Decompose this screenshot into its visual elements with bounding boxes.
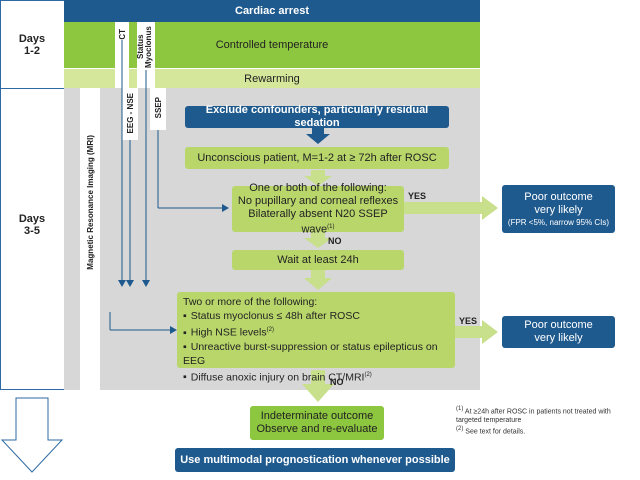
eeg-arrowhead — [126, 280, 134, 287]
days-3-5-line1: Days — [18, 213, 46, 225]
criteria-two-box: Two or more of the following: Status myo… — [177, 292, 455, 383]
days-3-5-label: Days 3-5 — [0, 200, 64, 250]
no1-down-arrow — [304, 232, 332, 248]
wait-24h-text: Wait at least 24h — [277, 253, 359, 266]
eeg-nse-column — [122, 88, 138, 140]
days-1-2-line1: Days — [18, 33, 46, 45]
poor-outcome-1-line1: Poor outcome — [524, 190, 593, 203]
yes2-label: YES — [459, 316, 478, 326]
mri-column — [80, 88, 100, 390]
controlled-temperature-band: Controlled temperature — [64, 22, 480, 68]
criteria-one-title: One or both of the following: — [249, 181, 387, 194]
poor-outcome-1-line3: (FPR <5%, narrow 95% CIs) — [507, 217, 610, 227]
criteria-two-sup: (2) — [266, 327, 274, 333]
indeterminate-outcome-box: Indeterminate outcome Observe and re-eva… — [250, 406, 384, 440]
footnote-1-marker: (1) — [456, 406, 464, 412]
yes2-right-arrow — [455, 320, 498, 344]
days-1-2-label: Days 1-2 — [0, 20, 64, 70]
criteria-two-item-text: Diffuse anoxic injury on brain CT/MRI — [190, 371, 365, 383]
unconscious-patient-box: Unconscious patient, M=1-2 at ≥ 72h afte… — [185, 147, 449, 169]
no2-label: NO — [330, 377, 344, 387]
criteria-two-item-text: High NSE levels — [190, 326, 267, 339]
rewarming-band: Rewarming — [64, 68, 480, 88]
multimodal-box: Use multimodal prognostication whenever … — [175, 448, 455, 472]
multimodal-text: Use multimodal prognostication whenever … — [180, 453, 450, 466]
unconscious-patient-text: Unconscious patient, M=1-2 at ≥ 72h afte… — [197, 151, 437, 164]
criteria-one-line1: No pupillary and corneal reflexes — [237, 194, 399, 207]
ct-arrowhead — [118, 280, 126, 287]
no2-down-arrow — [302, 370, 334, 402]
criteria-one-line2-wrap: Bilaterally absent N20 SSEP wave(1) — [232, 208, 404, 237]
footnote-1-text: At ≥24h after ROSC in patients not treat… — [456, 408, 611, 425]
days-1-2-line2: 1-2 — [24, 45, 40, 57]
status-myoclonus-column — [137, 22, 155, 88]
exclude-confounders-box: Exclude confounders, particularly residu… — [185, 104, 449, 129]
exclude-confounders-text: Exclude confounders, particularly residu… — [205, 104, 429, 129]
poor-outcome-2-line2: very likely — [534, 332, 583, 344]
mri-arrowhead — [170, 326, 177, 334]
criteria-two-item-text: Unreactive burst-suppression or status e… — [183, 340, 438, 367]
criteria-two-list: Status myoclonus ≤ 48h after ROSC High N… — [183, 309, 449, 384]
unconscious-down-arrow — [304, 170, 332, 186]
criteria-two-item-text: Status myoclonus ≤ 48h after ROSC — [190, 310, 360, 322]
footnote-2-marker: (2) — [456, 426, 464, 433]
footnote-2: (2) See text for details. — [456, 425, 632, 436]
controlled-temperature-text: Controlled temperature — [215, 39, 329, 51]
criteria-two-item: Status myoclonus ≤ 48h after ROSC — [183, 309, 449, 323]
poor-outcome-box-2: Poor outcome very likely — [502, 316, 615, 348]
criteria-two-item: Diffuse anoxic injury on brain CT/MRI(2) — [183, 368, 449, 385]
criteria-two-item: Unreactive burst-suppression or status e… — [183, 340, 449, 368]
no1-label: NO — [328, 236, 342, 246]
wait-24h-box: Wait at least 24h — [232, 250, 404, 270]
rewarming-text: Rewarming — [244, 72, 300, 85]
footnote-2-text: See text for details. — [465, 428, 526, 436]
poor-outcome-1-line2: very likely — [534, 203, 583, 216]
yes1-right-arrow — [404, 196, 498, 220]
ssep-column — [150, 88, 166, 130]
wait-down-arrow — [304, 270, 332, 290]
ssep-arrowhead — [222, 204, 229, 212]
poor-outcome-box-1: Poor outcome very likely (FPR <5%, narro… — [502, 185, 615, 233]
timeline-down-arrow — [0, 397, 64, 473]
criteria-two-title: Two or more of the following: — [183, 296, 318, 308]
myoclonus-arrowhead — [142, 280, 150, 287]
exclude-down-arrow — [306, 128, 330, 144]
criteria-two-item: High NSE levels(2) — [183, 323, 449, 340]
days-3-5-line2: 3-5 — [24, 225, 40, 237]
criteria-one-sup: (1) — [327, 223, 335, 230]
criteria-two-sup: (2) — [364, 371, 372, 378]
criteria-one-line2: Bilaterally absent N20 SSEP wave — [248, 207, 388, 236]
yes1-label: YES — [408, 191, 427, 201]
criteria-one-box: One or both of the following: No pupilla… — [232, 182, 404, 235]
header-text: Cardiac arrest — [235, 5, 309, 17]
indeterminate-line1: Indeterminate outcome — [260, 410, 374, 422]
footnotes: (1) At ≥24h after ROSC in patients not t… — [456, 405, 632, 437]
indeterminate-line2: Observe and re-evaluate — [256, 423, 378, 435]
days-divider — [0, 88, 64, 89]
header-cardiac-arrest: Cardiac arrest — [64, 0, 480, 22]
days-label-frame — [0, 0, 64, 390]
footnote-1: (1) At ≥24h after ROSC in patients not t… — [456, 405, 632, 425]
poor-outcome-2-line1: Poor outcome — [524, 319, 593, 331]
